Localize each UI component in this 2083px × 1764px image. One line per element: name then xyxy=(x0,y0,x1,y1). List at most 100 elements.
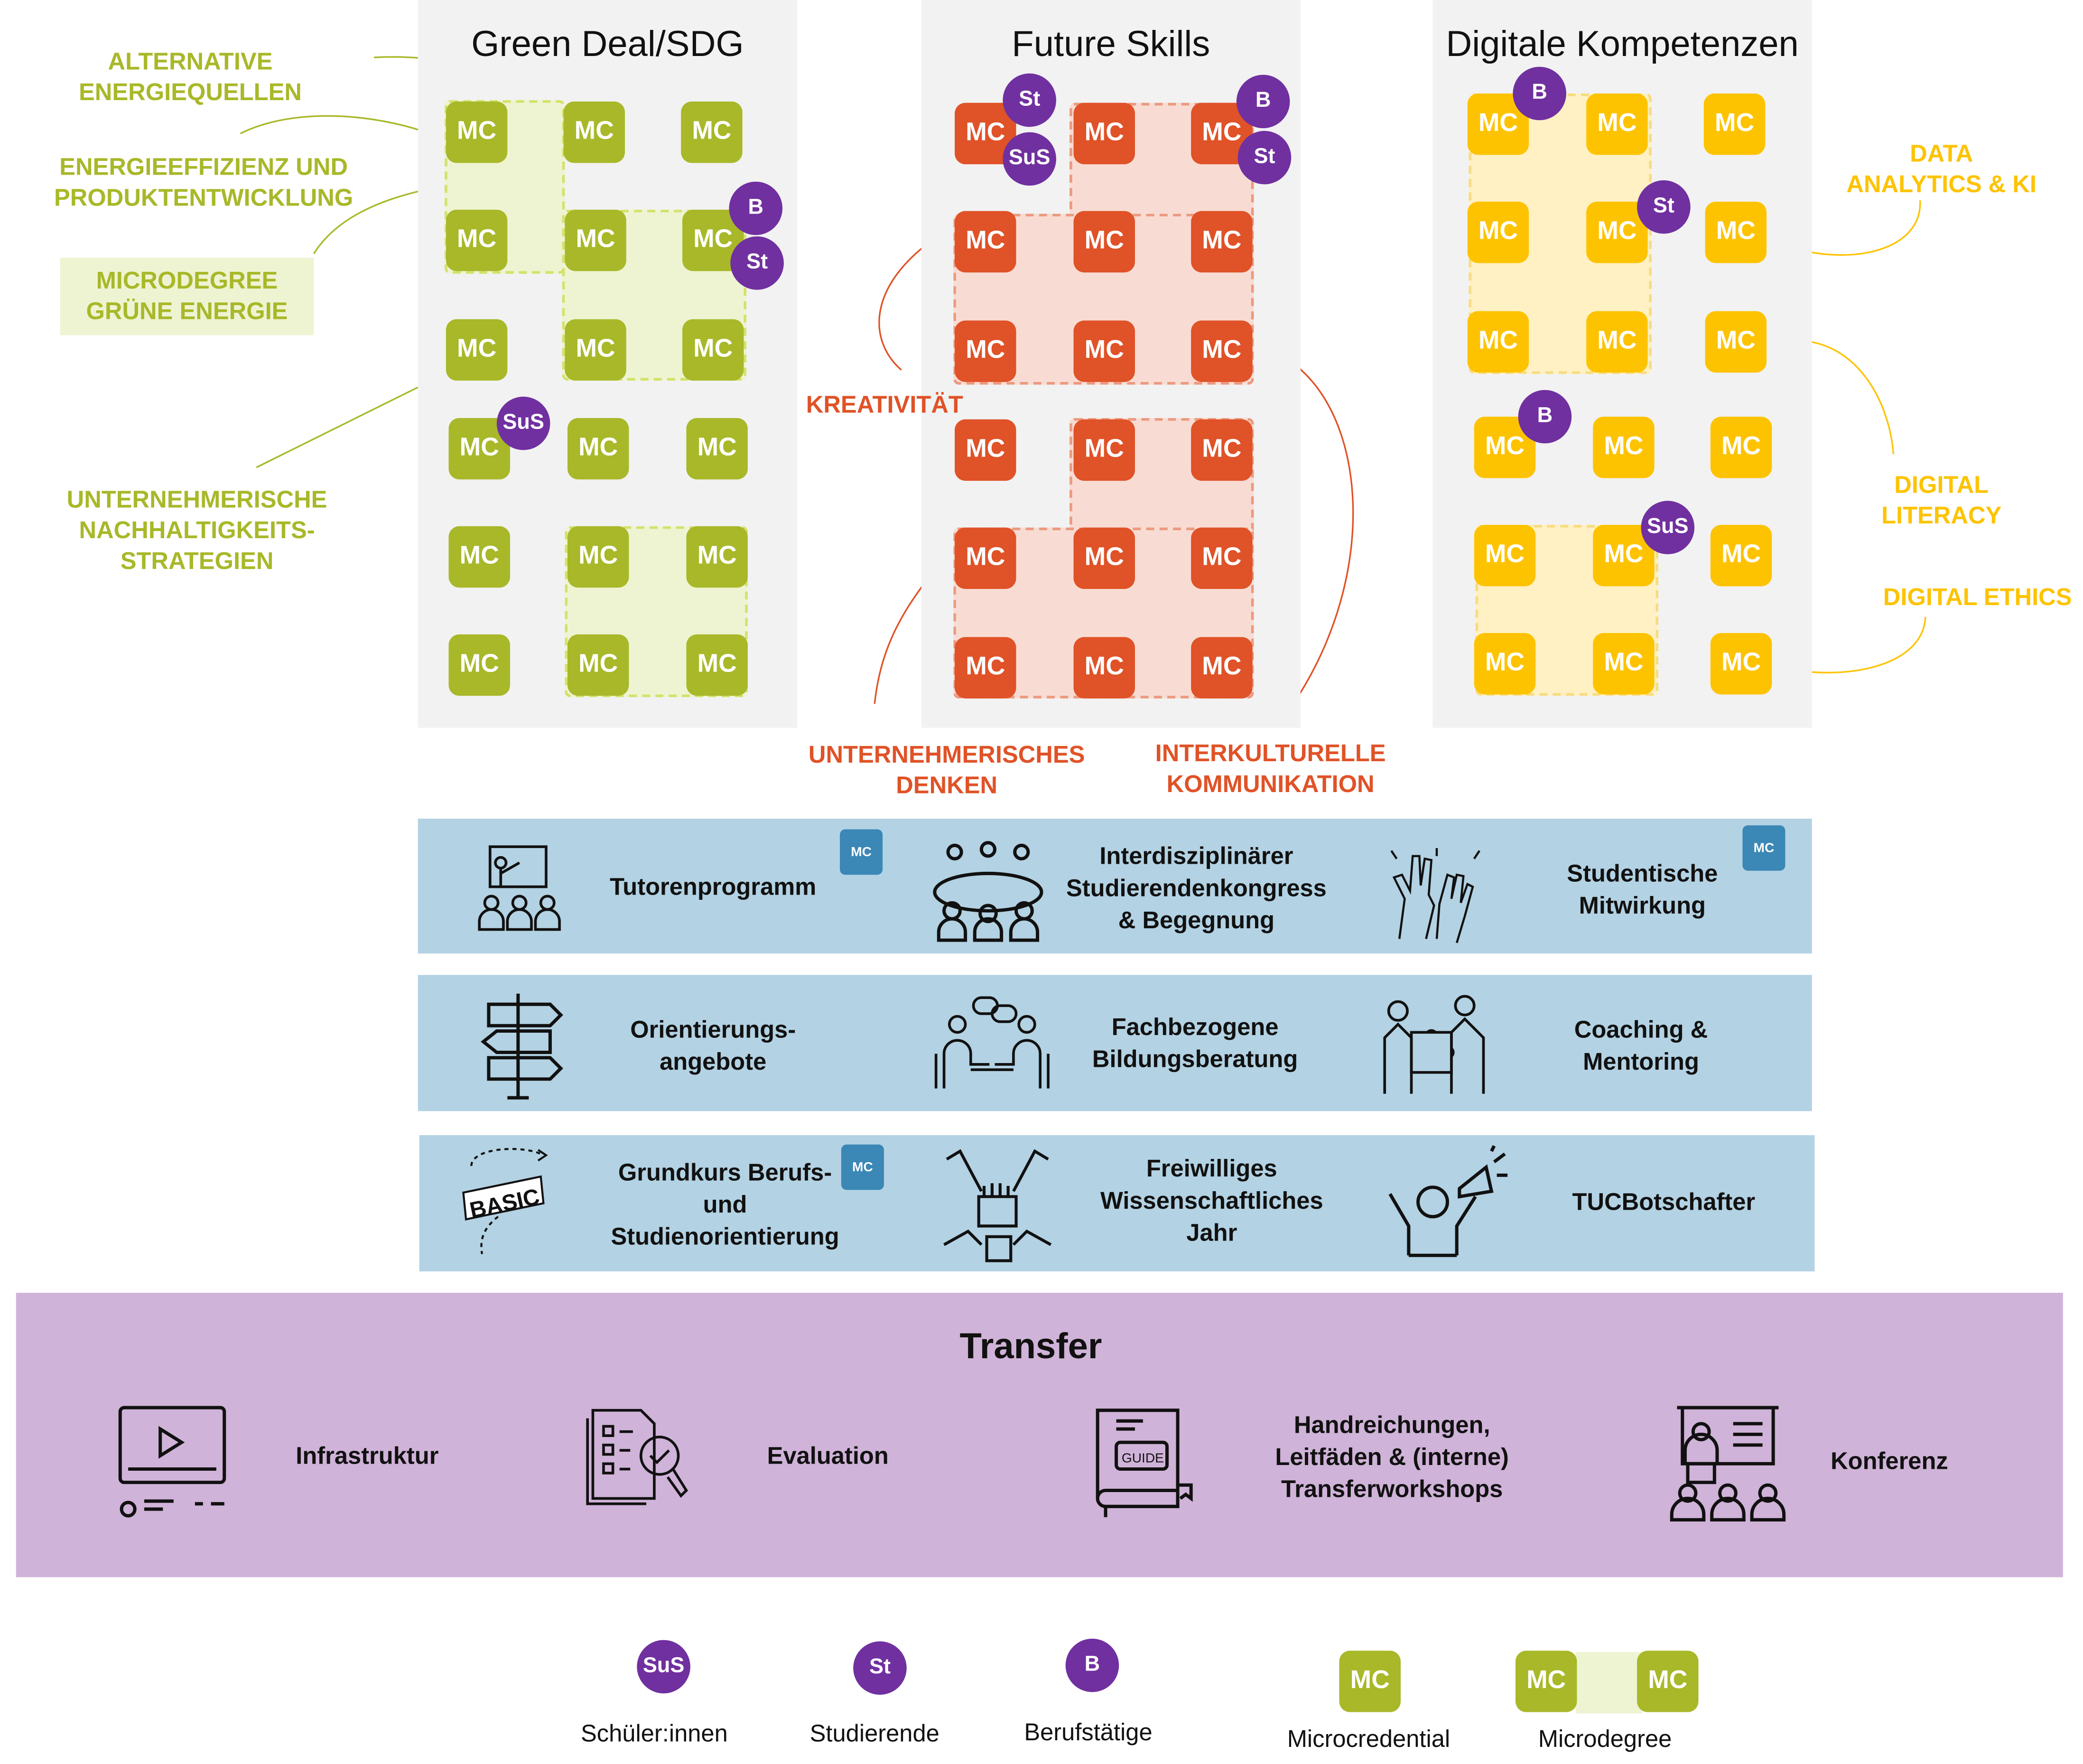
mc-tile: MC xyxy=(955,637,1016,699)
mc-tile: MC xyxy=(686,418,748,480)
mc-tile: MC xyxy=(1073,419,1135,481)
mc-tile: MC xyxy=(1586,311,1648,373)
raised-hands-icon xyxy=(1390,848,1480,943)
st-badge: St xyxy=(1003,73,1056,127)
item-bildungsberatung: Fachbezogene Bildungsberatung xyxy=(1092,1013,1298,1073)
item-coaching-mentoring: Coaching & Mentoring xyxy=(1574,1016,1708,1075)
mc-tile: MC xyxy=(1191,527,1253,589)
puzzle-people-icon xyxy=(1383,995,1485,1094)
label-energieeffizienz: ENERGIEEFFIZIENZ UND PRODUKTENTWICKLUNG xyxy=(54,153,353,211)
mc-tile: MC xyxy=(1191,637,1253,699)
mc-tile: MC xyxy=(567,634,629,696)
mc-tile: MC xyxy=(448,634,510,696)
mc-tile: MC xyxy=(567,526,629,588)
panel-title: Future Skills xyxy=(1012,24,1210,65)
checklist-magnifier-icon xyxy=(586,1409,688,1505)
label-digital-literacy: DIGITAL LITERACY xyxy=(1881,471,2002,529)
mc-tile: MC xyxy=(565,319,626,381)
legend-microdegree: Microdegree xyxy=(1538,1725,1672,1753)
mc-tile: MC xyxy=(446,209,508,271)
mc-tile: MC xyxy=(955,211,1016,273)
st-badge: St xyxy=(1637,180,1691,234)
mc-tile: MC xyxy=(1593,416,1655,478)
legend-microcredential: Microcredential xyxy=(1287,1725,1451,1753)
item-tutorenprogramm: Tutorenprogramm xyxy=(610,873,817,900)
mc-tile: MC xyxy=(565,209,626,271)
presentation-audience-icon xyxy=(1670,1406,1786,1521)
mc-tile: MC xyxy=(1073,637,1135,699)
label-data-analytics: DATA ANALYTICS & KI xyxy=(1846,140,2037,198)
teacher-board-icon xyxy=(478,845,561,931)
mc-tile: MC xyxy=(1191,211,1253,273)
mc-small-badge: MC xyxy=(840,829,883,875)
mc-tile: MC xyxy=(1703,93,1766,155)
mc-tile: MC xyxy=(682,319,744,381)
mc-tile: MC xyxy=(1710,524,1772,587)
mc-tile: MC xyxy=(1705,311,1767,373)
mc-tile: MC xyxy=(1593,524,1655,587)
guide-book-icon: GUIDE xyxy=(1096,1409,1193,1517)
mc-tile: MC xyxy=(1710,416,1772,478)
mc-tile: MC xyxy=(1705,201,1767,263)
legend-sus-badge: SuS xyxy=(637,1640,690,1694)
transfer-evaluation: Evaluation xyxy=(767,1442,889,1469)
sus-badge: SuS xyxy=(1003,132,1056,186)
legend-mc-tile: MC xyxy=(1339,1651,1401,1712)
mc-tile: MC xyxy=(1073,103,1135,165)
band-row-2 xyxy=(418,975,1812,1111)
mc-tile: MC xyxy=(686,634,748,696)
mc-tile: MC xyxy=(1710,633,1772,695)
basic-icon: BASIC xyxy=(462,1148,548,1254)
mc-tile: MC xyxy=(1593,633,1655,695)
transfer-section xyxy=(16,1293,2063,1577)
label-unternehmerisches-denken: UNTERNEHMERISCHES DENKEN xyxy=(808,741,1085,799)
mc-small-badge: MC xyxy=(1742,825,1785,871)
b-badge: B xyxy=(1513,66,1566,121)
mc-tile: MC xyxy=(1073,320,1135,382)
legend-microdegree-tile: MC xyxy=(1516,1651,1577,1712)
legend-microdegree-connector xyxy=(1575,1652,1643,1714)
teamwork-hands-icon xyxy=(943,1149,1052,1262)
mc-tile: MC xyxy=(1467,201,1529,263)
megaphone-person-icon xyxy=(1388,1145,1508,1257)
item-tucbotschafter: TUCBotschafter xyxy=(1572,1188,1756,1215)
transfer-konferenz: Konferenz xyxy=(1831,1447,1948,1475)
consultation-icon xyxy=(934,996,1050,1089)
b-badge: B xyxy=(1518,390,1572,444)
legend-berufstaetige: Berufstätige xyxy=(1024,1718,1153,1746)
mc-tile: MC xyxy=(1191,419,1253,481)
b-badge: B xyxy=(729,181,783,235)
label-kreativitaet: KREATIVITÄT xyxy=(806,391,963,418)
item-studentische-mitwirkung: Studentische Mitwirkung xyxy=(1567,860,1718,919)
mc-tile: MC xyxy=(1474,416,1536,478)
label-microdegree-gruene-energie: MICRODEGREE GRÜNE ENERGIE xyxy=(60,258,314,336)
mc-tile: MC xyxy=(1474,524,1536,587)
video-screen-icon xyxy=(118,1406,226,1518)
legend-studierende: Studierende xyxy=(809,1720,939,1747)
mc-tile: MC xyxy=(1467,311,1529,373)
sus-badge: SuS xyxy=(1641,501,1695,554)
mc-tile: MC xyxy=(1586,93,1648,155)
mc-tile: MC xyxy=(1191,320,1253,382)
label-digital-ethics: DIGITAL ETHICS xyxy=(1883,583,2072,611)
mc-tile: MC xyxy=(446,101,508,163)
legend-b-badge: B xyxy=(1065,1638,1119,1692)
st-badge: St xyxy=(730,236,784,290)
item-studierendenkongress: Interdisziplinärer Studierendenkongress … xyxy=(1066,842,1327,934)
band-row-3 xyxy=(419,1135,1815,1272)
mc-tile: MC xyxy=(1073,527,1135,589)
signpost-icon xyxy=(481,993,563,1100)
label-alternative-energie: ALTERNATIVE ENERGIEQUELLEN xyxy=(78,48,302,106)
mc-small-badge: MC xyxy=(841,1144,884,1190)
band-row-1 xyxy=(418,819,1812,954)
mc-tile: MC xyxy=(955,419,1016,481)
mc-tile: MC xyxy=(563,101,625,163)
sus-badge: SuS xyxy=(496,396,550,450)
label-interkulturelle-kommunikation: INTERKULTURELLE KOMMUNIKATION xyxy=(1155,740,1386,798)
legend-st-badge: St xyxy=(853,1641,907,1695)
mc-tile: MC xyxy=(446,319,508,381)
panel-title: Green Deal/SDG xyxy=(471,24,744,65)
legend-microdegree-tile: MC xyxy=(1637,1651,1699,1712)
item-fsj: Freiwilliges Wissenschaftliches Jahr xyxy=(1100,1155,1323,1246)
